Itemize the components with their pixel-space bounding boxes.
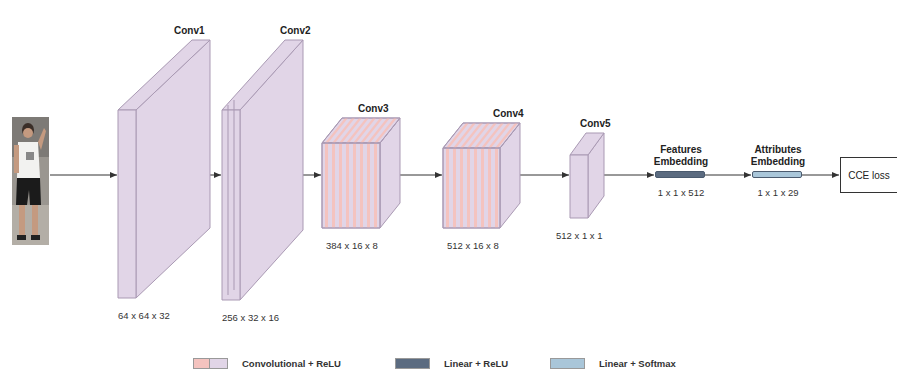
legend-swatch-stripe — [193, 358, 210, 369]
flow-arrow — [210, 175, 221, 176]
conv-layer: Conv5512 x 1 x 1 — [570, 133, 604, 218]
legend-item: Convolutional + ReLU — [193, 356, 341, 370]
conv-layer: Conv164 x 64 x 32 — [118, 40, 210, 298]
conv-block — [118, 40, 210, 298]
legend-item: Linear + Softmax — [550, 356, 676, 370]
tensor-dimension: 256 x 32 x 16 — [222, 312, 279, 323]
legend-item: Linear + ReLU — [395, 356, 508, 370]
tensor-dimension: 1 x 1 x 29 — [757, 187, 798, 198]
tensor-dimension: 512 x 16 x 8 — [447, 240, 499, 251]
layer-name: Conv3 — [358, 103, 389, 114]
legend-swatch — [210, 358, 228, 369]
legend-swatch — [550, 358, 585, 369]
loss-name: CCE loss — [848, 170, 890, 181]
loss-box: CCE loss — [840, 157, 897, 193]
tensor-dimension: 512 x 1 x 1 — [556, 230, 602, 241]
embedding-name: Features Embedding — [643, 144, 719, 167]
embedding-name: Attributes Embedding — [740, 144, 816, 167]
flow-arrow — [705, 175, 751, 176]
flow-arrow — [303, 175, 321, 176]
legend-text: Linear + Softmax — [599, 358, 676, 369]
conv-layer: Conv2256 x 32 x 16 — [222, 40, 303, 300]
conv-block — [570, 133, 604, 218]
legend-text: Convolutional + ReLU — [242, 358, 341, 369]
conv-block — [222, 40, 303, 300]
flow-arrow — [604, 175, 654, 176]
conv-layer: Conv3384 x 16 x 8 — [322, 118, 400, 228]
legend: Convolutional + ReLU Linear + ReLU Linear … — [0, 356, 897, 376]
tensor-dimension: 1 x 1 x 512 — [658, 187, 704, 198]
embedding-bar: Features Embedding1 x 1 x 512 — [655, 171, 705, 178]
tensor-dimension: 64 x 64 x 32 — [118, 310, 170, 321]
layer-name: Conv1 — [174, 25, 205, 36]
person-photo — [12, 117, 49, 245]
layer-name: Conv4 — [493, 108, 524, 119]
conv-layer: Conv4512 x 16 x 8 — [443, 123, 520, 228]
flow-arrow — [400, 175, 442, 176]
layer-name: Conv2 — [280, 25, 311, 36]
layer-name: Conv5 — [580, 118, 611, 129]
flow-arrow — [520, 175, 569, 176]
embedding-bar: Attributes Embedding1 x 1 x 29 — [752, 171, 802, 178]
flow-arrow — [802, 175, 839, 176]
legend-text: Linear + ReLU — [444, 358, 508, 369]
conv-block — [443, 123, 520, 228]
tensor-dimension: 384 x 16 x 8 — [326, 240, 378, 251]
legend-swatch — [395, 358, 430, 369]
conv-block — [322, 118, 400, 228]
input-arrow — [50, 175, 117, 176]
